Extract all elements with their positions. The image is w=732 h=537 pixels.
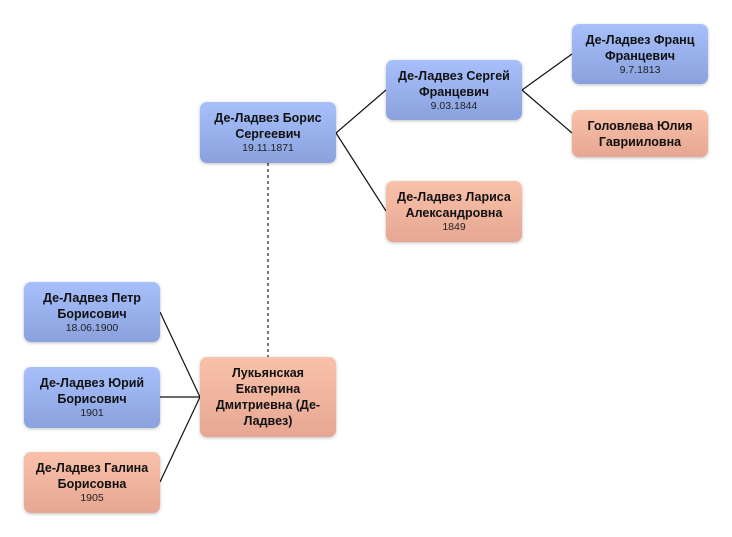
person-node-boris[interactable]: Де-Ладвез Борис Сергеевич 19.11.1871 [200,102,336,163]
person-date: 19.11.1871 [242,142,294,154]
person-node-galina[interactable]: Де-Ладвез Галина Борисовна 1905 [24,452,160,513]
link-sergey-franz [521,53,573,91]
link-boris-larisa [335,132,387,212]
person-date: 9.7.1813 [619,63,661,76]
person-name: Лукьянская Екатерина Дмитриевна (Де-Ладв… [215,366,321,428]
person-name: Де-Ладвез Борис Сергеевич [214,111,322,141]
person-node-lukyanskaya[interactable]: Лукьянская Екатерина Дмитриевна (Де-Ладв… [200,357,336,437]
person-name: Де-Ладвез Сергей Францевич [398,68,510,99]
person-node-yuri[interactable]: Де-Ладвез Юрий Борисович 1901 [24,367,160,428]
person-node-franz[interactable]: Де-Ладвез Франц Францевич 9.7.1813 [572,24,708,84]
link-boris-sergey [335,89,387,134]
person-date: 18.06.1900 [65,321,119,334]
person-node-larisa[interactable]: Де-Ладвез Лариса Александровна 1849 [386,181,522,242]
link-sergey-golovleva [521,89,573,134]
person-date: 1905 [80,492,104,504]
link-lukyanskaya-galina [159,396,201,483]
person-node-golovleva[interactable]: Головлева Юлия Гаврииловна [572,110,708,157]
person-name: Де-Ладвез Юрий Борисович [39,376,145,406]
person-date: 9.03.1844 [430,99,478,112]
link-lukyanskaya-petr [159,311,201,398]
person-date: 1849 [442,221,466,233]
person-node-petr[interactable]: Де-Ладвез Петр Борисович 18.06.1900 [24,282,160,342]
person-name: Де-Ладвез Галина Борисовна [35,461,149,491]
person-name: Головлева Юлия Гаврииловна [587,118,693,149]
person-name: Де-Ладвез Лариса Александровна [397,190,511,220]
person-name: Де-Ладвез Петр Борисович [43,290,141,321]
person-node-sergey[interactable]: Де-Ладвез Сергей Францевич 9.03.1844 [386,60,522,120]
person-name: Де-Ладвез Франц Францевич [585,32,695,63]
person-date: 1901 [80,407,104,419]
